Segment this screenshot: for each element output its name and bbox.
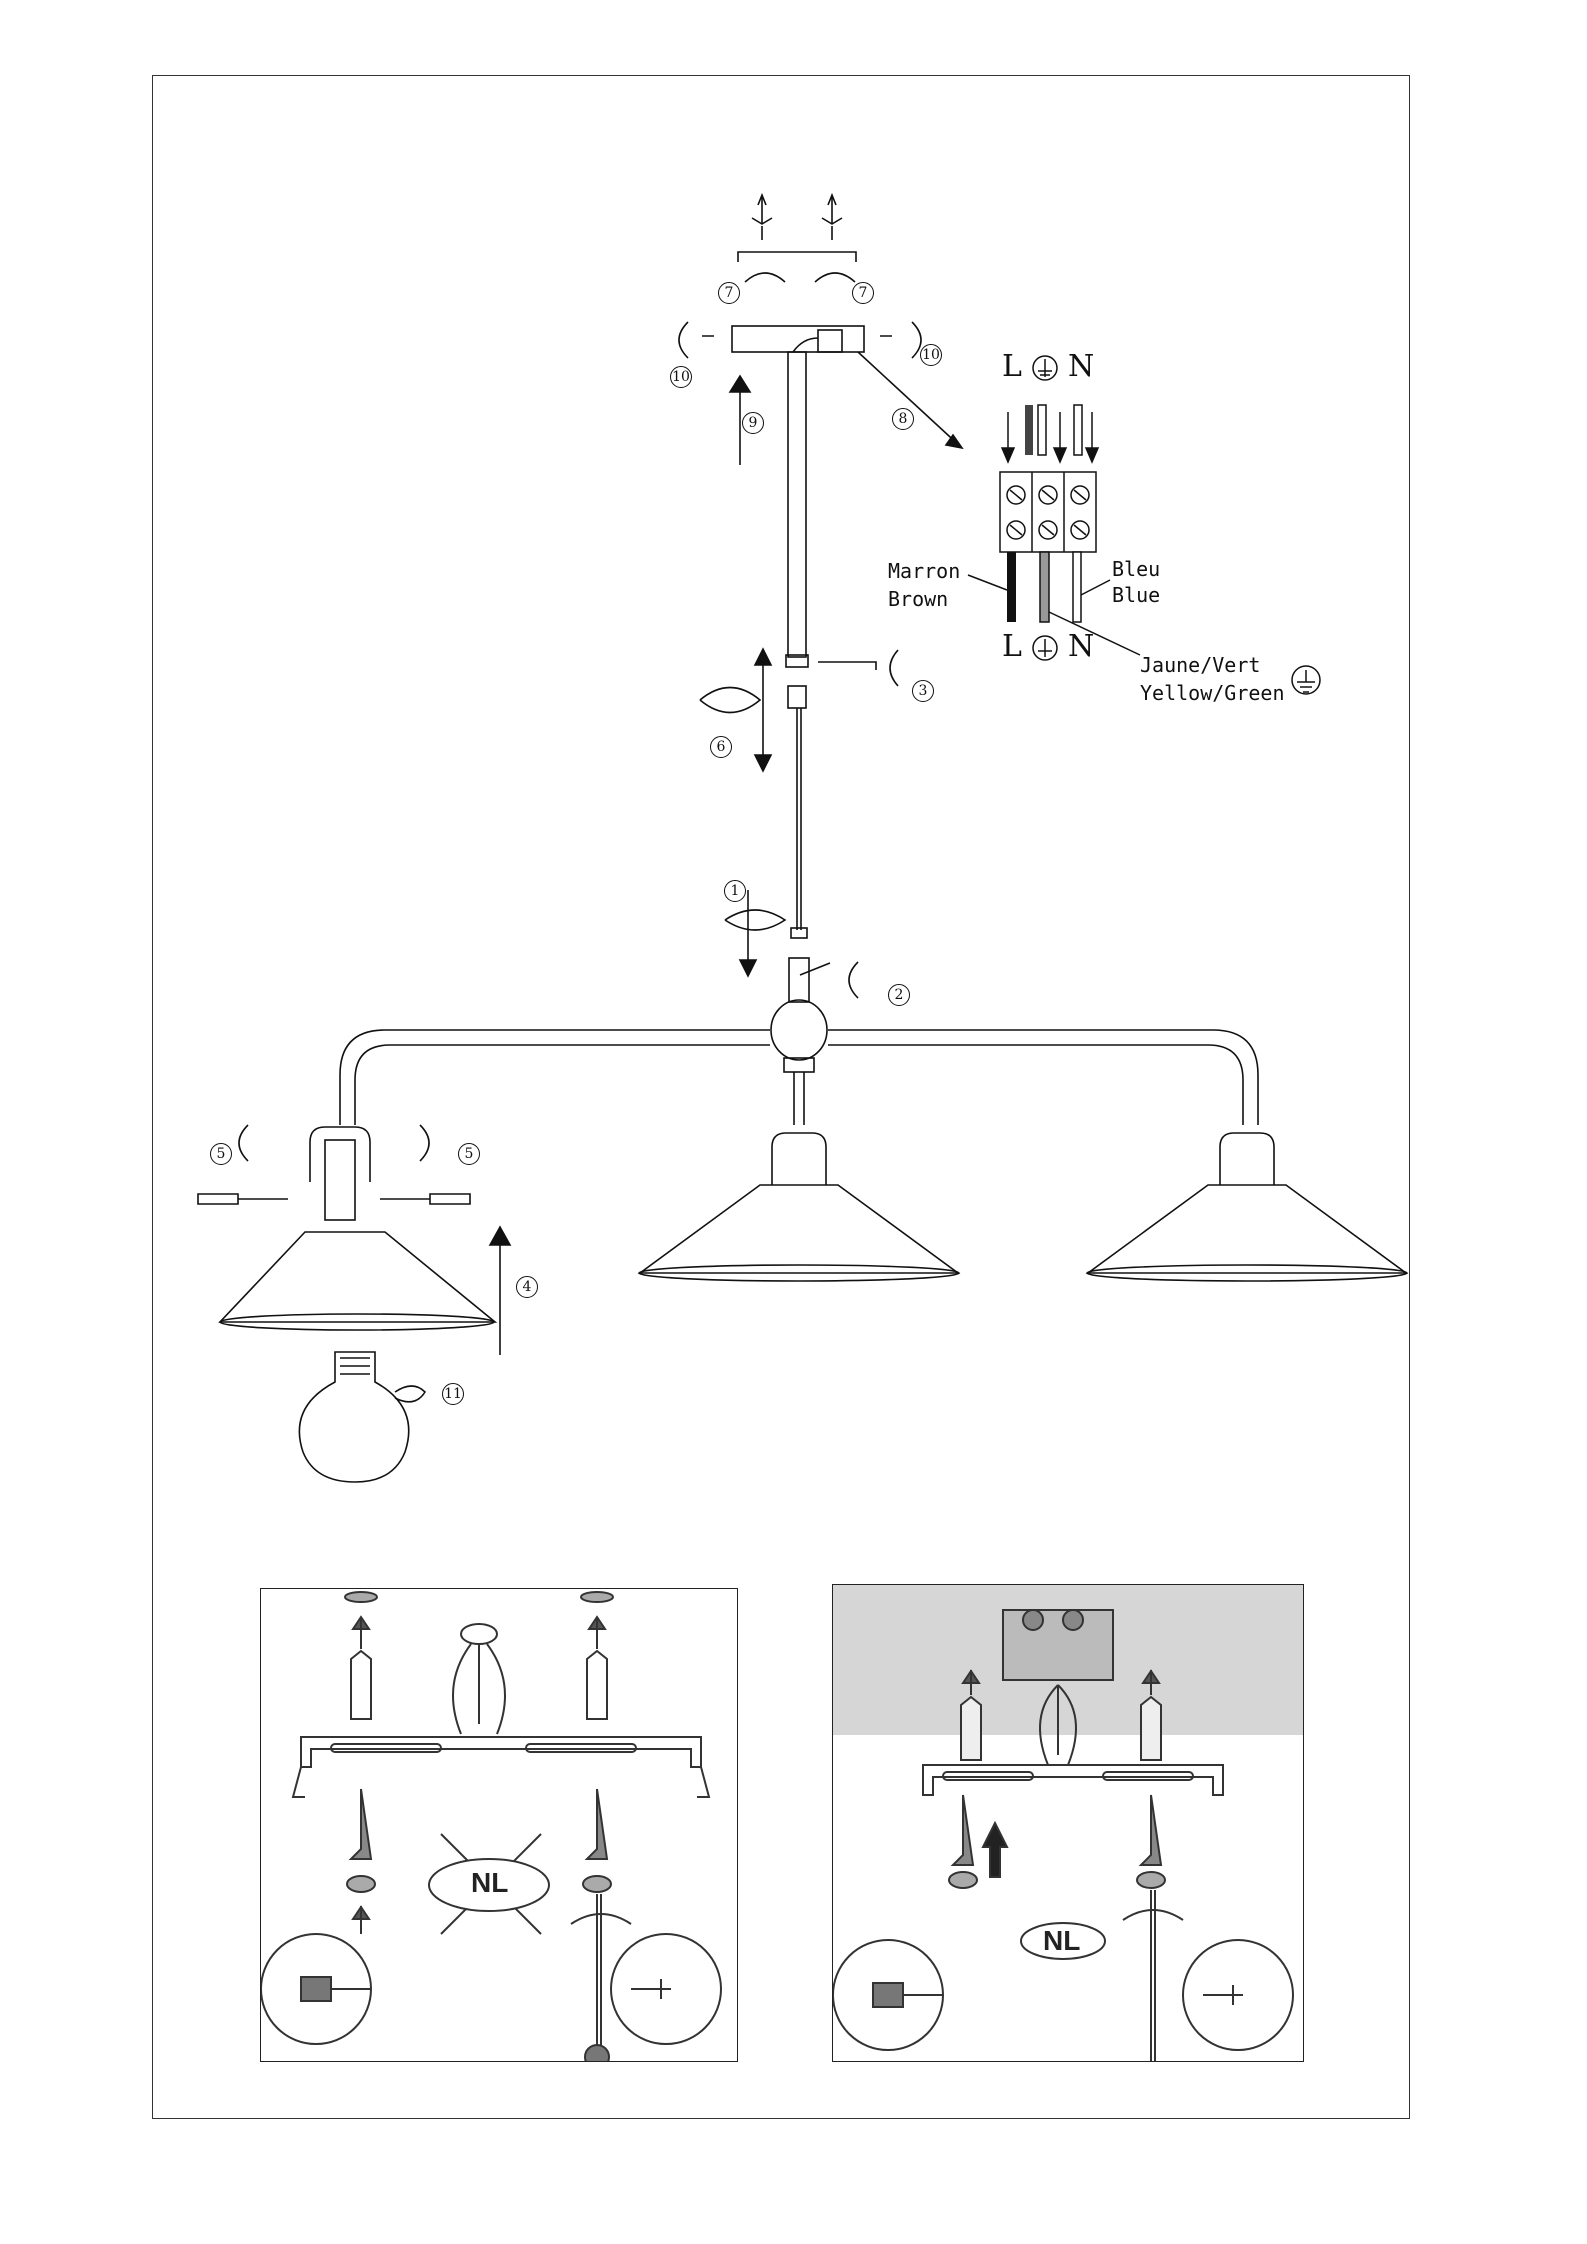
step-6: 6 [710, 736, 732, 758]
step-4: 4 [516, 1276, 538, 1298]
label-brown: Brown [888, 588, 948, 610]
nl-badge-correct: NL [1043, 1925, 1080, 1957]
step-10-right: 10 [920, 344, 942, 366]
step-7-left: 7 [718, 282, 740, 304]
step-5-right: 5 [458, 1143, 480, 1165]
label-yellow-green: Yellow/Green [1140, 682, 1285, 704]
step-9: 9 [742, 412, 764, 434]
step-8: 8 [892, 408, 914, 430]
mounting-correct-drawing [833, 1585, 1304, 2062]
label-L-top: L [1002, 352, 1022, 382]
label-N-bottom: N [1068, 632, 1094, 662]
step-5-left: 5 [210, 1143, 232, 1165]
step-10-left: 10 [670, 366, 692, 388]
mounting-panel-correct: NL [832, 1584, 1304, 2062]
label-jaune-vert: Jaune/Vert [1140, 654, 1260, 676]
label-L-bottom: L [1002, 632, 1022, 662]
wall-plug-icon [752, 195, 842, 240]
step-1: 1 [724, 880, 746, 902]
label-blue: Blue [1112, 584, 1160, 606]
label-N-top: N [1068, 352, 1094, 382]
mounting-panel-wrong: NL [260, 1588, 738, 2062]
step-7-right: 7 [852, 282, 874, 304]
step-11: 11 [442, 1383, 464, 1405]
step-3: 3 [912, 680, 934, 702]
label-marron: Marron [888, 560, 960, 582]
label-bleu: Bleu [1112, 558, 1160, 580]
mounting-wrong-drawing [261, 1589, 738, 2062]
nl-badge-crossed: NL [471, 1867, 508, 1899]
step-2: 2 [888, 984, 910, 1006]
